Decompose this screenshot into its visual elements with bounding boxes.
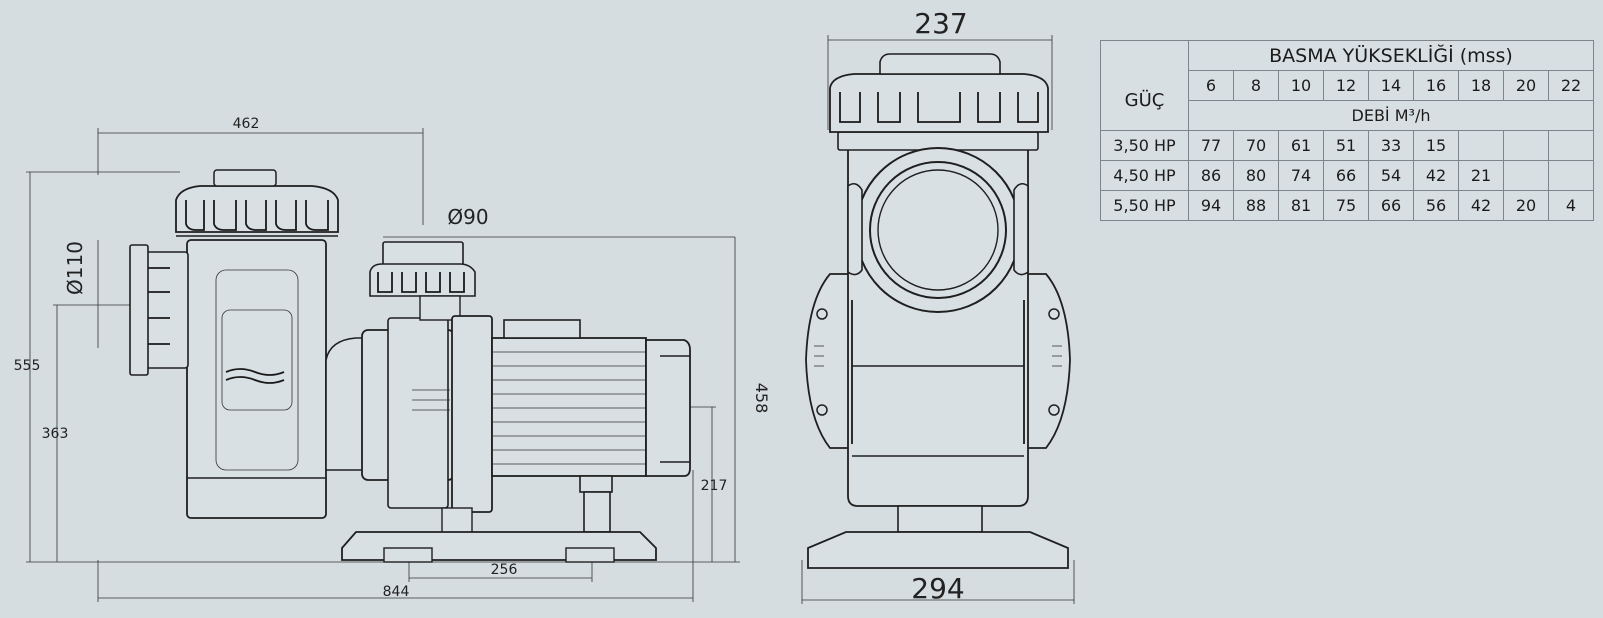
value-cell: 77	[1188, 130, 1234, 161]
value-cell	[1458, 130, 1504, 161]
value-cell	[1503, 130, 1549, 161]
value-cell: 74	[1278, 160, 1324, 191]
power-cell: 3,50 HP	[1100, 130, 1189, 161]
head-cell: 20	[1503, 70, 1549, 101]
dim-294: 294	[911, 572, 964, 605]
dim-outlet-diameter: Ø90	[447, 205, 488, 229]
value-cell	[1548, 160, 1594, 191]
dim-458: 458	[752, 383, 771, 414]
head-cell: 10	[1278, 70, 1324, 101]
value-cell	[1503, 160, 1549, 191]
head-cell: 6	[1188, 70, 1234, 101]
value-cell: 54	[1368, 160, 1414, 191]
value-cell: 81	[1278, 190, 1324, 221]
value-cell: 70	[1233, 130, 1279, 161]
head-cell: 14	[1368, 70, 1414, 101]
dim-217: 217	[701, 478, 728, 494]
row-header-guc: GÜÇ	[1100, 70, 1189, 131]
table-row: 5,50 HP 94 88 81 75 66 56 42 20 4	[1100, 190, 1594, 221]
value-cell: 21	[1458, 160, 1504, 191]
head-cell: 12	[1323, 70, 1369, 101]
dim-462: 462	[233, 116, 260, 132]
value-cell: 33	[1368, 130, 1414, 161]
value-cell: 15	[1413, 130, 1459, 161]
table-row: 3,50 HP 77 70 61 51 33 15	[1100, 130, 1594, 161]
dim-256: 256	[491, 562, 518, 578]
value-cell: 4	[1548, 190, 1594, 221]
value-cell: 66	[1368, 190, 1414, 221]
head-cell: 22	[1548, 70, 1594, 101]
value-cell: 20	[1503, 190, 1549, 221]
flow-label: DEBİ M³/h	[1188, 100, 1594, 131]
value-cell: 88	[1233, 190, 1279, 221]
head-cell: 18	[1458, 70, 1504, 101]
value-cell: 61	[1278, 130, 1324, 161]
value-cell: 80	[1233, 160, 1279, 191]
table-row: 4,50 HP 86 80 74 66 54 42 21	[1100, 160, 1594, 191]
power-cell: 5,50 HP	[1100, 190, 1189, 221]
dim-inlet-diameter: Ø110	[63, 241, 87, 295]
head-cell: 8	[1233, 70, 1279, 101]
performance-table: BASMA YÜKSEKLİĞİ (mss) GÜÇ 6 8 10 12 14 …	[1100, 40, 1594, 221]
table-title: BASMA YÜKSEKLİĞİ (mss)	[1188, 40, 1594, 71]
head-cell: 16	[1413, 70, 1459, 101]
dim-363: 363	[42, 426, 69, 442]
value-cell: 42	[1458, 190, 1504, 221]
dim-237: 237	[914, 7, 967, 40]
value-cell: 75	[1323, 190, 1369, 221]
value-cell: 51	[1323, 130, 1369, 161]
front-view: 237 294	[801, 7, 1075, 605]
value-cell: 94	[1188, 190, 1234, 221]
value-cell: 86	[1188, 160, 1234, 191]
dim-555: 555	[14, 358, 41, 374]
dim-844: 844	[383, 584, 410, 600]
power-cell: 4,50 HP	[1100, 160, 1189, 191]
value-cell: 56	[1413, 190, 1459, 221]
value-cell: 66	[1323, 160, 1369, 191]
side-view: 462 Ø90 Ø110 555 363 458 217 256 8	[14, 116, 771, 602]
value-cell	[1548, 130, 1594, 161]
value-cell: 42	[1413, 160, 1459, 191]
